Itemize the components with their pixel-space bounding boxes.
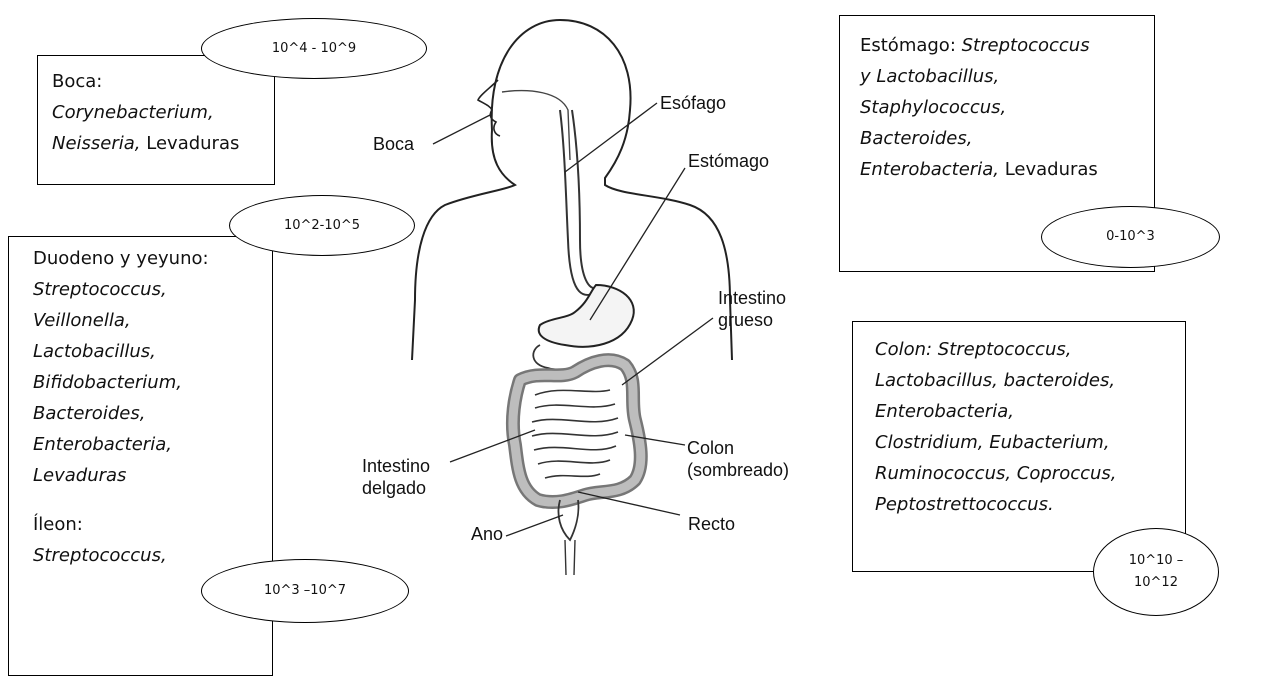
estomago-line3: Staphylococcus,: [860, 92, 1154, 123]
boca-genera-line2: Neisseria, Levaduras: [52, 128, 274, 159]
body-outline: [412, 20, 732, 360]
duodeno-count: 10^2-10^5: [284, 215, 360, 237]
label-intestino-delgado: Intestino delgado: [362, 455, 430, 499]
duodeno-genus: Bacteroides,: [33, 398, 272, 429]
boca-genera: Corynebacterium,: [52, 97, 274, 128]
ileon-title: Íleon:: [33, 509, 272, 540]
label-intestino-delgado-line2: delgado: [362, 477, 430, 499]
colon-count-oval: 10^10 – 10^12: [1093, 528, 1219, 616]
duodeno-count-oval: 10^2-10^5: [229, 195, 415, 256]
boca-box: Boca: Corynebacterium, Neisseria, Levadu…: [37, 55, 275, 185]
ileon-count-oval: 10^3 –10^7: [201, 559, 409, 623]
estomago-line5: Enterobacteria, Levaduras: [860, 154, 1154, 185]
duodeno-genus: Bifidobacterium,: [33, 367, 272, 398]
colon-line: Clostridium, Eubacterium,: [875, 427, 1185, 458]
colon-line: Enterobacteria,: [875, 396, 1185, 427]
colon-line: Lactobacillus, bacteroides,: [875, 365, 1185, 396]
duodeno-genus: Levaduras: [33, 460, 272, 491]
small-intestine: [532, 390, 618, 478]
label-intestino-delgado-line1: Intestino: [362, 455, 430, 477]
colon-line: Peptostrettococcus.: [875, 489, 1185, 520]
label-intestino-grueso-line2: grueso: [718, 309, 786, 331]
colon-count-line1: 10^10 –: [1129, 550, 1184, 572]
face-profile: [478, 80, 500, 136]
duodeno-title: Duodeno y yeyuno:: [33, 243, 272, 274]
label-recto: Recto: [688, 513, 735, 535]
label-colon-line2: (sombreado): [687, 459, 789, 481]
label-colon-line1: Colon: [687, 437, 789, 459]
estomago-line4: Bacteroides,: [860, 123, 1154, 154]
estomago-line2: y Lactobacillus,: [860, 61, 1154, 92]
colon-line: Colon: Streptococcus,: [875, 334, 1185, 365]
colon-count-line2: 10^12: [1134, 572, 1178, 594]
label-intestino-grueso-line1: Intestino: [718, 287, 786, 309]
label-estomago: Estómago: [688, 150, 769, 172]
duodeno-genus: Streptococcus,: [33, 274, 272, 305]
estomago-count-oval: 0-10^3: [1041, 206, 1220, 268]
estomago-line1: Estómago: Streptococcus: [860, 30, 1154, 61]
estomago-count: 0-10^3: [1106, 226, 1155, 248]
label-intestino-grueso: Intestino grueso: [718, 287, 786, 331]
colon-line: Ruminococcus, Coproccus,: [875, 458, 1185, 489]
label-boca: Boca: [373, 133, 414, 155]
boca-count: 10^4 - 10^9: [272, 38, 356, 60]
duodeno-genus: Enterobacteria,: [33, 429, 272, 460]
boca-count-oval: 10^4 - 10^9: [201, 18, 427, 79]
duodeno-genus: Lactobacillus,: [33, 336, 272, 367]
label-esofago: Esófago: [660, 92, 726, 114]
label-colon: Colon (sombreado): [687, 437, 789, 481]
ileon-count: 10^3 –10^7: [264, 580, 346, 602]
duodeno-genus: Veillonella,: [33, 305, 272, 336]
label-ano: Ano: [471, 523, 503, 545]
